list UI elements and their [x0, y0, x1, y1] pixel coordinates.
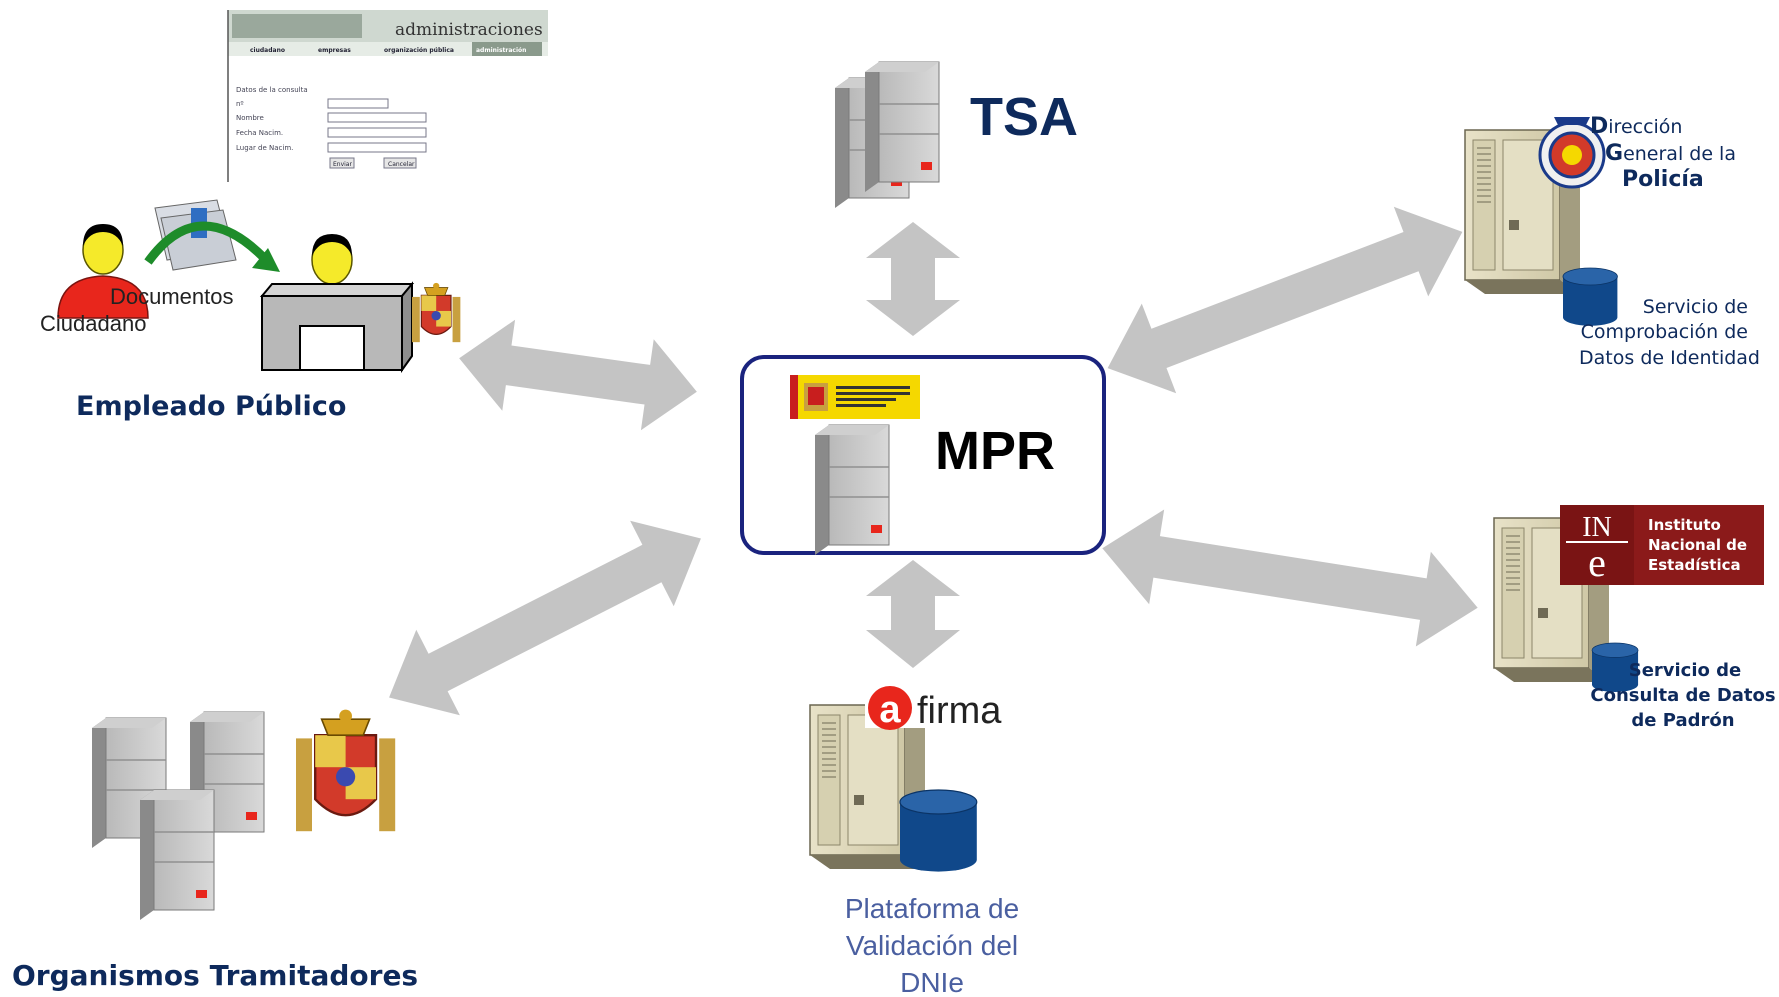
ine-service-line-2: Consulta de Datos [1590, 685, 1775, 706]
arrow-mpr-policia [1107, 206, 1463, 394]
form-field-nombre: Nombre [236, 114, 264, 122]
arrow-mpr-ine [1102, 509, 1478, 647]
form-tab-ciudadano: ciudadano [250, 47, 285, 54]
desk-icon [259, 281, 415, 374]
ine-logo-top: IN [1582, 512, 1612, 543]
form-tab-empresas: empresas [318, 47, 351, 54]
organismos-server-3-icon [139, 789, 215, 921]
ministry-logo [790, 375, 920, 419]
afirma-label-line-2: Validación del [846, 930, 1018, 961]
empleado-title: Empleado Público [76, 391, 346, 422]
policia-service-line-3: Datos de Identidad [1579, 347, 1760, 369]
organismos-node: Organismos Tramitadores [12, 708, 418, 992]
form-field-num: nº [236, 100, 244, 108]
organismos-title: Organismos Tramitadores [12, 959, 418, 992]
tsa-server-icon [864, 61, 940, 193]
documents-label: Documentos [110, 284, 234, 309]
arrow-empleado-mpr [459, 319, 697, 431]
afirma-database-icon [899, 789, 978, 873]
ine-service-line-1: Servicio de [1629, 660, 1742, 681]
policia-title-line-2: General de la [1605, 141, 1736, 166]
empleado-node: administraciones ciudadano empresas orga… [40, 10, 548, 422]
spain-crest-large-icon [294, 708, 397, 833]
tsa-title: TSA [970, 87, 1078, 147]
arrow-mpr-afirma [866, 560, 960, 668]
policia-service-line-2: Comprobación de [1581, 321, 1748, 343]
mpr-title: MPR [935, 421, 1055, 481]
policia-title-line-1: Dirección [1590, 114, 1682, 139]
ine-logo-bottom: e [1588, 540, 1606, 585]
citizen-label: Ciudadano [40, 311, 146, 336]
policia-badge-icon [1538, 117, 1606, 189]
afirma-node: a firma Plataforma de Validación del DNI… [809, 684, 1045, 997]
ine-name-line-3: Estadística [1648, 556, 1741, 574]
ine-logo: IN e Instituto Nacional de Estadística [1560, 505, 1764, 585]
afirma-logo-mark: a [879, 689, 901, 731]
ine-service-line-3: de Padrón [1631, 710, 1734, 731]
ine-node: IN e Instituto Nacional de Estadística S… [1493, 505, 1776, 731]
ine-name-line-2: Nacional de [1648, 536, 1747, 554]
form-field-header: Datos de la consulta [236, 86, 308, 94]
arrow-tsa-mpr [866, 222, 960, 336]
transfer-arrow-icon [144, 221, 272, 266]
policia-database-icon [1562, 267, 1618, 327]
arrow-organismos-mpr [389, 520, 701, 716]
afirma-label-line-3: DNIe [900, 967, 964, 997]
tsa-node: TSA [834, 61, 1078, 209]
web-form-screenshot: administraciones ciudadano empresas orga… [227, 10, 548, 182]
afirma-logo: a firma [865, 684, 1045, 732]
policia-node: Dirección General de la Policía Servicio… [1464, 114, 1760, 369]
afirma-logo-word: firma [917, 690, 1002, 732]
form-cancel-button: Cancelar [388, 161, 415, 168]
mpr-server-icon [814, 424, 890, 556]
afirma-label-line-1: Plataforma de [845, 893, 1019, 924]
form-tab-organizacion: organización pública [384, 47, 454, 54]
form-tab-administracion: administración [476, 47, 526, 54]
documents-stack-icon [154, 199, 237, 271]
form-field-lugar: Lugar de Nacim. [236, 144, 293, 152]
form-header-text: administraciones [395, 20, 543, 40]
form-field-fecha: Fecha Nacim. [236, 129, 283, 137]
mpr-node: MPR [740, 355, 1106, 556]
policia-title-line-3: Policía [1622, 167, 1704, 192]
form-send-button: Enviar [333, 161, 352, 168]
spain-crest-small-icon [411, 282, 461, 343]
ine-name-line-1: Instituto [1648, 516, 1721, 534]
policia-service-line-1: Servicio de [1643, 296, 1748, 318]
